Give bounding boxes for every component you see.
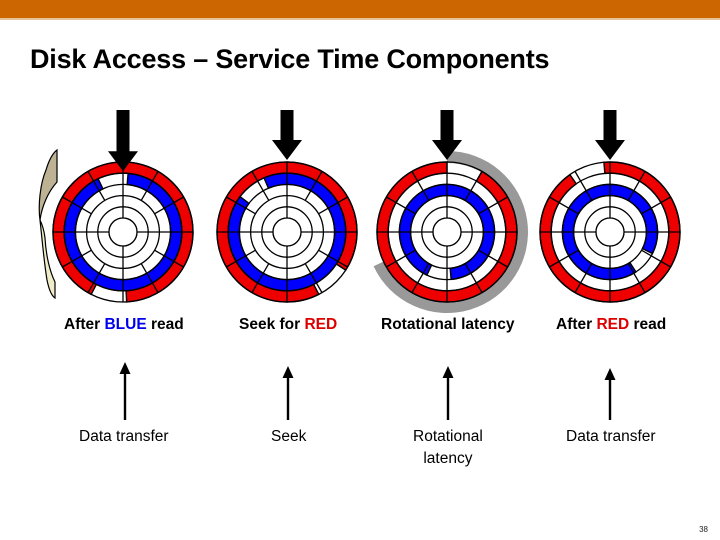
disk-sector-spoke (140, 263, 159, 293)
disk-sector-spoke (304, 171, 323, 201)
timeline-arrow-row (0, 352, 720, 422)
disk-diagram-figure (0, 110, 720, 320)
disk-sector-spoke (464, 171, 483, 201)
caption-segment: Seek for (239, 316, 305, 333)
disk-diagram-svg (38, 110, 681, 313)
disk-sector-spoke (641, 249, 671, 268)
disk-sector-spoke (574, 263, 593, 293)
disk-sector-spoke (251, 263, 270, 293)
caption-segment: Rotational latency (381, 316, 515, 333)
bottom-label-line: Rotational (413, 428, 483, 445)
caption-segment: read (146, 316, 184, 333)
bottom-label-line: Data transfer (79, 428, 169, 445)
timeline-arrow-head (282, 366, 294, 378)
timeline-arrow-data-transfer-2 (604, 368, 616, 420)
decorative-flame-shape (38, 148, 58, 300)
disk-sector-spoke (318, 196, 348, 215)
disk-sector-spoke (226, 196, 256, 215)
caption-segment: After (556, 316, 597, 333)
disk-sector-spoke (627, 171, 646, 201)
timeline-arrows-svg (119, 362, 616, 420)
disk-after-red-read (539, 110, 681, 303)
disk-seek-for-red (216, 110, 358, 303)
decor-lower-leaf (39, 219, 56, 300)
disk-hub (272, 217, 302, 247)
read-write-head-arrow (108, 110, 138, 172)
caption-segment: After (64, 316, 105, 333)
decor-upper-leaf (38, 148, 58, 221)
disk-sector-spoke (386, 196, 416, 215)
disk-sector-spoke (627, 263, 646, 293)
caption-seek-for-red: Seek for RED (239, 316, 337, 334)
accent-top-bar (0, 0, 720, 18)
accent-bar-underline (0, 18, 720, 20)
disk-sector-spoke (87, 171, 106, 201)
disk-sector-spoke (154, 196, 184, 215)
disk-sector-spoke (226, 249, 256, 268)
timeline-arrow-rotational-latency (442, 366, 454, 420)
caption-segment: BLUE (104, 316, 147, 333)
disk-sector-spoke (574, 171, 593, 201)
caption-rotational-latency: Rotational latency (381, 316, 515, 334)
disk-sector-spoke (464, 263, 483, 293)
disk-rotational-latency (373, 110, 529, 313)
label-seek: Seek (271, 426, 306, 448)
label-data-transfer-1: Data transfer (79, 426, 169, 448)
disk-sector-spoke (87, 263, 106, 293)
disk-sector-spoke (549, 196, 579, 215)
bottom-label-line: latency (423, 450, 473, 467)
disk-sector-spoke (304, 263, 323, 293)
disk-sector-spoke (478, 249, 508, 268)
read-write-head-arrow (595, 110, 625, 160)
disk-sector-spoke (411, 171, 430, 201)
disk-sector-spoke (154, 249, 184, 268)
disk-sector-spoke (411, 263, 430, 293)
caption-after-blue-read: After BLUE read (64, 316, 184, 334)
caption-segment: read (629, 316, 667, 333)
disk-after-blue-read (52, 110, 194, 303)
bottom-label-line: Data transfer (566, 428, 656, 445)
read-write-head-arrow (432, 110, 462, 160)
disk-sector-spoke (318, 249, 348, 268)
timeline-arrow-seek (282, 366, 294, 420)
disk-sector-spoke (62, 249, 92, 268)
disk-sector-spoke (549, 249, 579, 268)
disk-sector-spoke (140, 171, 159, 201)
timeline-arrow-head (604, 368, 616, 380)
disk-sector-spoke (478, 196, 508, 215)
timeline-arrow-head (119, 362, 131, 374)
caption-after-red-read: After RED read (556, 316, 666, 334)
disk-sector-spoke (641, 196, 671, 215)
disk-hub (108, 217, 138, 247)
disk-hub (595, 217, 625, 247)
label-data-transfer-2: Data transfer (566, 426, 656, 448)
caption-row: After BLUE read Seek for RED Rotational … (0, 316, 720, 340)
page-number: 38 (699, 525, 708, 534)
caption-segment: RED (304, 316, 338, 333)
disk-sector-spoke (386, 249, 416, 268)
timeline-arrow-data-transfer-1 (119, 362, 131, 420)
disk-sector-spoke (251, 171, 270, 201)
page-title: Disk Access – Service Time Components (30, 44, 550, 74)
bottom-label-row: Data transfer Seek Rotational latency Dat… (0, 426, 720, 486)
label-rotational-latency: Rotational latency (413, 426, 483, 470)
read-write-head-arrow (272, 110, 302, 160)
timeline-arrow-head (442, 366, 454, 378)
disk-sector-spoke (62, 196, 92, 215)
bottom-label-line: Seek (271, 428, 307, 445)
caption-segment: RED (596, 316, 630, 333)
disk-hub (432, 217, 462, 247)
